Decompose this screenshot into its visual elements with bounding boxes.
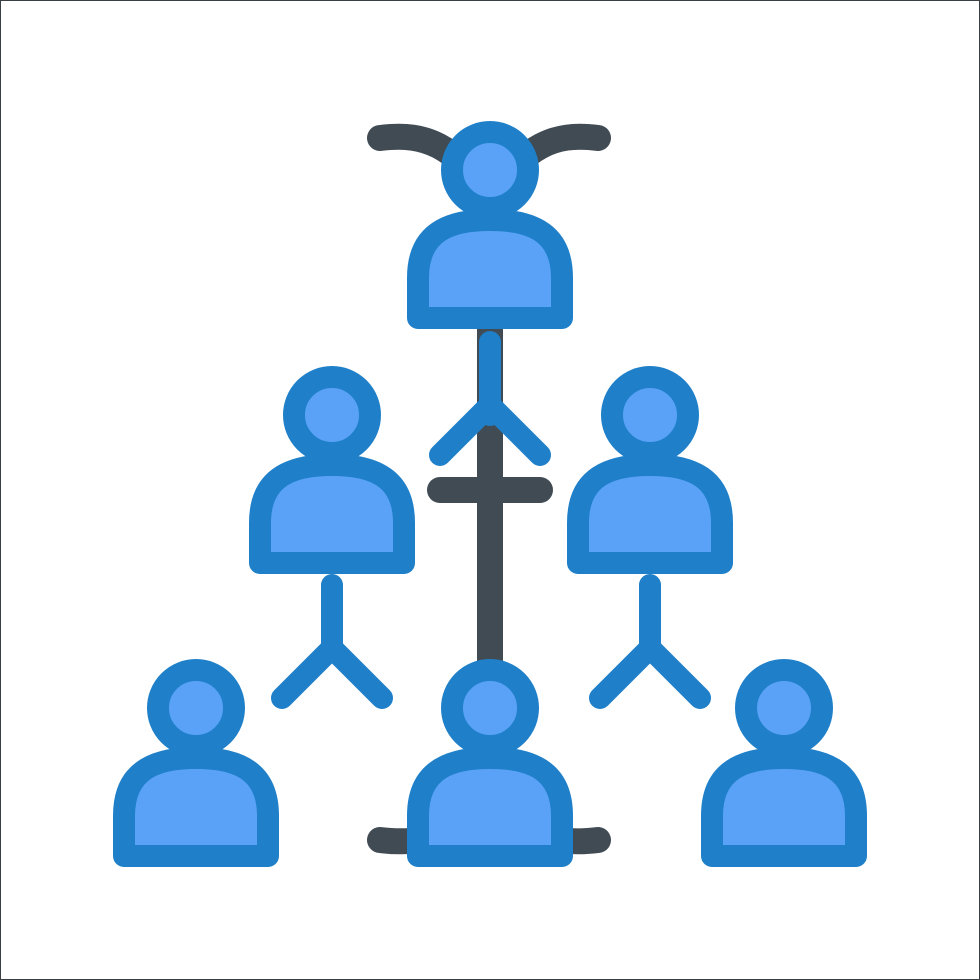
people-group — [113, 121, 867, 867]
person-body — [249, 454, 415, 574]
left-branch-arrow-icon — [271, 574, 393, 709]
person-body — [567, 454, 733, 574]
person-icon-mid-right — [567, 366, 733, 574]
person-head — [441, 121, 539, 219]
person-head — [283, 366, 381, 464]
branch-arrows — [271, 331, 711, 709]
person-icon-mid-left — [249, 366, 415, 574]
person-head — [441, 659, 539, 757]
person-head — [601, 366, 699, 464]
person-head — [147, 659, 245, 757]
person-icon-top — [407, 121, 573, 329]
person-head — [735, 659, 833, 757]
person-icon-bottom-right — [701, 659, 867, 867]
center-branch-arrow-icon — [429, 331, 551, 466]
right-branch-arrow-icon — [589, 574, 711, 709]
person-body — [113, 747, 279, 867]
person-body — [407, 209, 573, 329]
person-icon-bottom-left — [113, 659, 279, 867]
person-body — [701, 747, 867, 867]
person-icon-bottom-center — [407, 659, 573, 867]
person-body — [407, 747, 573, 867]
